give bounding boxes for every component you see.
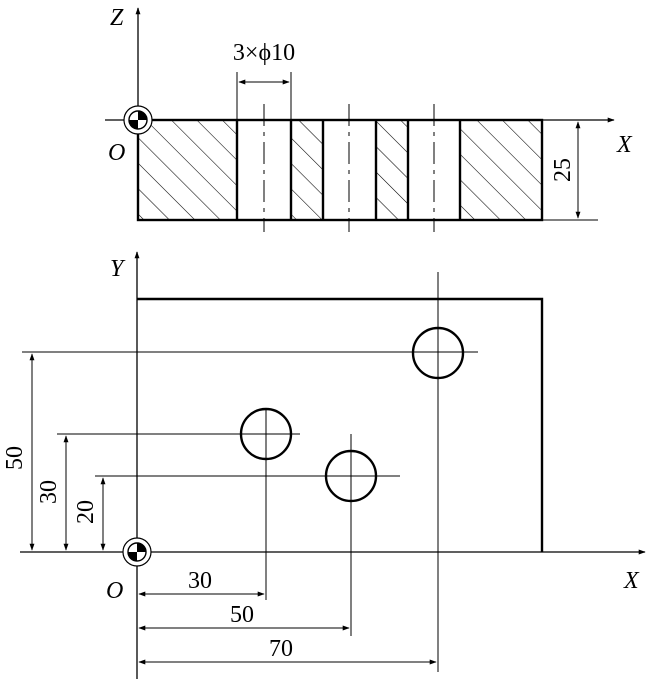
origin-label-section: O <box>108 140 125 166</box>
dim-x-30-label: 30 <box>188 568 212 594</box>
x-axis-plan-label: X <box>623 568 640 594</box>
z-axis-label: Z <box>110 5 124 31</box>
section-outline <box>136 118 544 222</box>
x-axis-section-label: X <box>616 132 633 158</box>
dim-y-20-label: 20 <box>73 500 99 524</box>
section-solid-4 <box>460 120 542 220</box>
dim-x-50-label: 50 <box>230 602 254 628</box>
dim-y-50-label: 50 <box>2 446 28 470</box>
origin-label-plan: O <box>106 578 123 604</box>
y-axis-label: Y <box>110 256 126 282</box>
dim-y-30-label: 30 <box>36 480 62 504</box>
origin-symbol-section <box>123 105 153 135</box>
dim-x-70-label: 70 <box>269 636 293 662</box>
origin-symbol-plan <box>122 537 152 567</box>
plan-view: Y X 50 30 20 30 50 70 <box>2 251 646 679</box>
hole-dim-label: 3×ϕ10 <box>233 40 295 66</box>
plate-outline <box>137 297 544 552</box>
section-solid-1 <box>138 120 237 220</box>
section-view: Z X 3×ϕ10 25 <box>105 5 633 232</box>
section-solid-3 <box>376 120 408 220</box>
section-solid-2 <box>291 120 323 220</box>
thickness-dim-label: 25 <box>550 158 576 182</box>
